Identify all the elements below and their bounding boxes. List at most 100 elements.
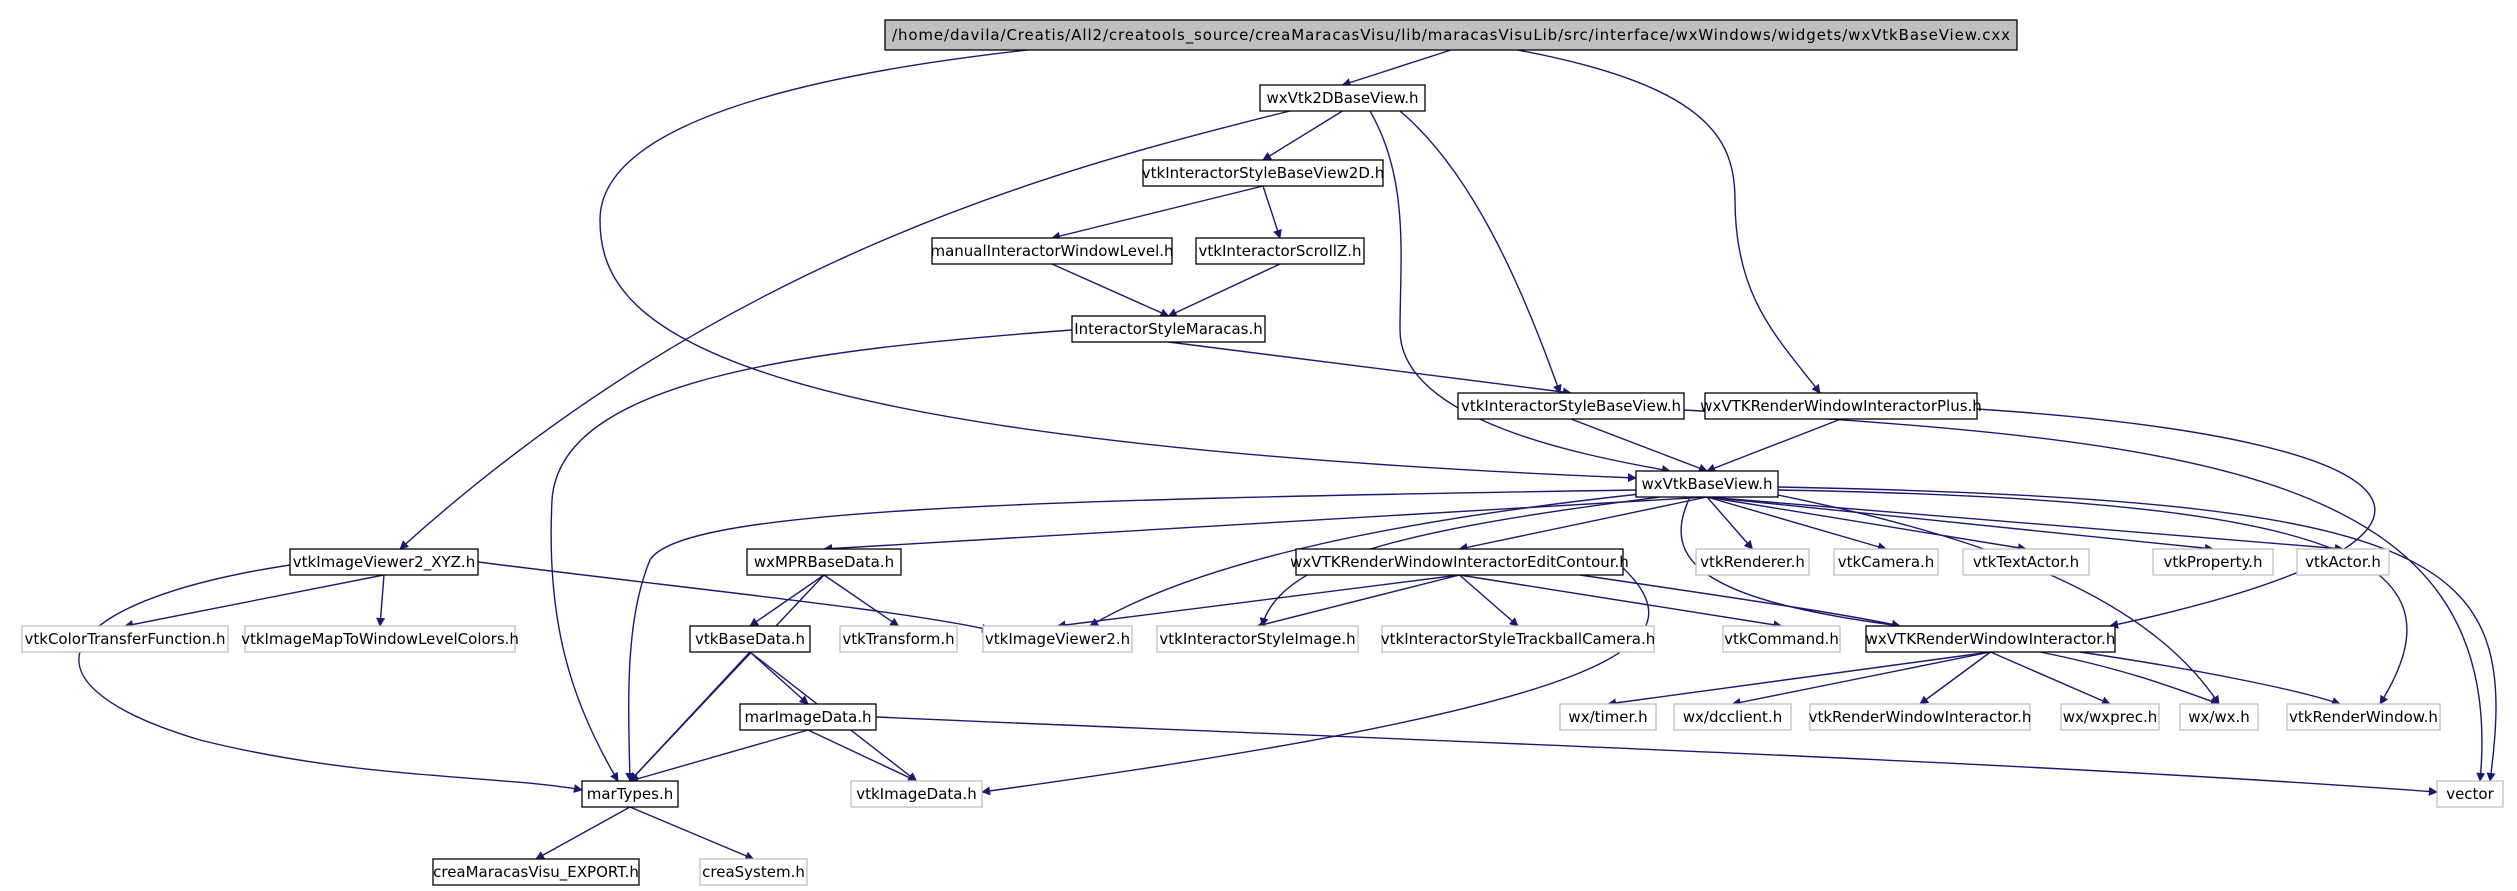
node-martypes[interactable]: marTypes.h [581, 780, 679, 808]
edge-viewer2xyz-to-colortf [124, 574, 385, 629]
node-rwiplus[interactable]: wxVTKRenderWindowInteractorPlus.h [1700, 392, 1982, 420]
edge-vtkbasedata-to-martypes [629, 651, 751, 782]
edge-root-to-wxvtkbase [599, 34, 1637, 483]
edge-arrow [1607, 651, 1991, 708]
edge-arrow [1919, 651, 1991, 705]
edge-rwiedit-to-isimage [1256, 574, 1460, 629]
node-root[interactable]: /home/davila/Creatis/All2/creatools_sour… [884, 19, 2018, 51]
edge-rwiedit-to-vtkimgviewer2 [1056, 574, 1460, 630]
node-label: vtkImageViewer2_XYZ.h [293, 553, 475, 572]
edge-arrow [749, 651, 809, 705]
edge-arrow [629, 729, 809, 784]
node-manualiwl[interactable]: manualInteractorWindowLevel.h [930, 237, 1174, 265]
node-mprbase[interactable]: wxMPRBaseData.h [746, 548, 902, 576]
edge-arrow [1459, 574, 1519, 627]
node-cmvexport[interactable]: creaMaracasVisu_EXPORT.h [432, 858, 640, 886]
edge-arrow [376, 574, 386, 627]
node-label: vtkInteractorStyleBaseView.h [1461, 397, 1681, 415]
node-wxwx: wx/wx.h [2179, 703, 2259, 731]
node-isbv[interactable]: vtkInteractorStyleBaseView.h [1457, 392, 1685, 420]
node-box [1071, 315, 1266, 343]
edge-rwiedit-to-wxrwi [1579, 574, 1901, 629]
node-box [1635, 470, 1779, 498]
node-rwiedit[interactable]: wxVTKRenderWindowInteractorEditContour.h [1290, 548, 1629, 576]
edge-arrow [1459, 574, 1783, 630]
node-label: wx/dcclient.h [1683, 708, 1782, 726]
node-wxvtkbase[interactable]: wxVtkBaseView.h [1635, 470, 1779, 498]
node-box [839, 625, 958, 653]
edge-isbv-to-vector [1683, 409, 2486, 782]
node-label: vtkBaseData.h [695, 630, 805, 648]
node-box [1295, 548, 1624, 576]
node-label: vtkProperty.h [2163, 553, 2262, 571]
node-box [2060, 703, 2160, 731]
node-wxrwi[interactable]: wxVTKRenderWindowInteractor.h [1865, 625, 2116, 653]
node-box [2296, 548, 2390, 576]
node-label: creaSystem.h [702, 863, 805, 881]
edge-arrow [1706, 496, 2344, 553]
node-box [1722, 625, 1841, 653]
edge-arrow [1706, 496, 1887, 552]
node-label: vtkInteractorScrollZ.h [1199, 242, 1362, 260]
node-wxvtk2d[interactable]: wxVtk2DBaseView.h [1259, 84, 1426, 112]
node-label: vector [2446, 785, 2494, 803]
node-istrackball: vtkInteractorStyleTrackballCamera.h [1381, 625, 1655, 653]
node-label: InteractorStyleMaracas.h [1074, 320, 1263, 338]
node-label: vtkInteractorStyleTrackballCamera.h [1381, 630, 1655, 648]
edge-arrow [823, 496, 1708, 554]
edge-marimagedata-to-vector [875, 716, 2438, 796]
edge-arrow [1256, 574, 1460, 629]
edge-arrow [981, 564, 1650, 796]
edge-rwiplus-to-wxrwi [1976, 408, 2376, 629]
node-iscrollz[interactable]: vtkInteractorScrollZ.h [1195, 237, 1365, 265]
node-box [1865, 625, 2116, 653]
node-box [2179, 703, 2259, 731]
edge-wxvtkbase-to-vector [1777, 486, 2497, 782]
node-viewer2xyz[interactable]: vtkImageViewer2_XYZ.h [289, 548, 479, 576]
node-label: vtkActor.h [2305, 553, 2381, 571]
edge-arrow [1167, 263, 1281, 317]
edge-arrow [807, 729, 918, 782]
node-label: vtkColorTransferFunction.h [25, 630, 226, 648]
node-box [1962, 548, 2090, 576]
node-label: manualInteractorWindowLevel.h [930, 242, 1173, 260]
edge-manualiwl-to-ismaracas [1051, 263, 1170, 317]
node-vtkbasedata[interactable]: vtkBaseData.h [689, 625, 811, 653]
edge-isbv-to-wxvtkbase [1570, 418, 1708, 473]
edge-arrow [1089, 493, 1641, 627]
node-layer: /home/davila/Creatis/All2/creatools_sour… [21, 19, 2504, 886]
node-isbv2d[interactable]: vtkInteractorStyleBaseView2D.h [1142, 159, 1384, 187]
node-label: marTypes.h [587, 785, 674, 803]
edge-isbv2d-to-iscrollz [1262, 185, 1282, 239]
node-label: wx/wxprec.h [2063, 708, 2157, 726]
edge-wxrwi-to-wxtimer [1607, 651, 1991, 708]
node-box [746, 548, 902, 576]
edge-wxvtk2d-to-isbv2d [1262, 110, 1343, 161]
node-marimagedata[interactable]: marImageData.h [739, 703, 877, 731]
edge-arrow [1706, 496, 2027, 553]
edge-arrow [629, 651, 751, 782]
edge-arrow [823, 574, 900, 627]
node-box [1195, 237, 1365, 265]
node-vtkimagedata: vtkImageData.h [850, 780, 983, 808]
edge-wxvtkbase-to-vtkrenderer [1706, 496, 1754, 550]
edge-wxrwi-to-vtkrenderwindow [2079, 651, 2341, 706]
node-imgmapwl: vtkImageMapToWindowLevelColors.h [241, 625, 519, 653]
node-ismaracas[interactable]: InteractorStyleMaracas.h [1071, 315, 1266, 343]
node-label: vtkImageViewer2.h [985, 630, 1130, 648]
edge-mprbase-to-vtkbasedata [749, 574, 825, 627]
edge-arrow [1399, 110, 1562, 394]
node-vector: vector [2436, 780, 2504, 808]
edge-arrow [599, 34, 1637, 483]
edge-ismaracas-to-isbv [1168, 341, 1572, 397]
node-vtkproperty: vtkProperty.h [2152, 548, 2274, 576]
edge-arrow [124, 574, 385, 629]
edge-arrow [1262, 110, 1343, 161]
node-label: /home/davila/Creatis/All2/creatools_sour… [892, 26, 2010, 45]
node-box [1156, 625, 1359, 653]
edge-wxvtkbase-to-vtktextactor [1706, 496, 2027, 553]
node-box [1142, 159, 1384, 187]
edge-martypes-to-cmvexport [535, 806, 631, 860]
node-label: wxVtkBaseView.h [1642, 475, 1773, 493]
node-label: vtkRenderWindowInteractor.h [1809, 708, 2032, 726]
